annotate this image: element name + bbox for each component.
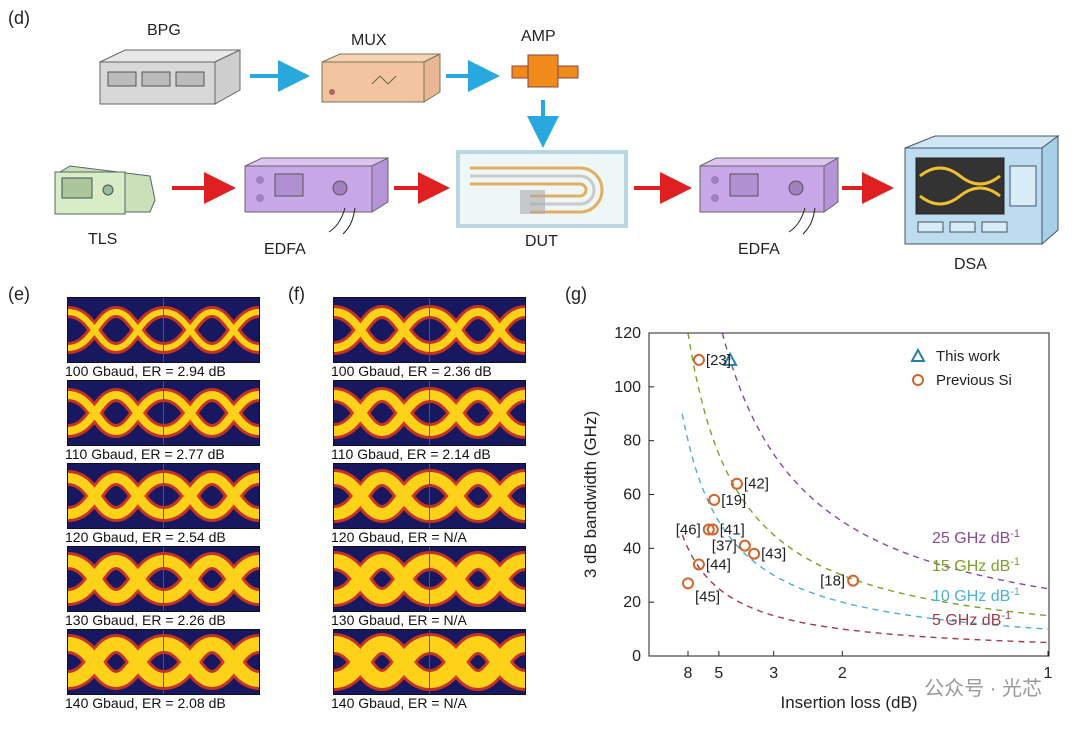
bandwidth-vs-loss-chart: 25 GHz dB-1 15 GHz dB-1 10 GHz dB-1 5 GHz d…	[581, 325, 1053, 712]
fom-curve	[681, 413, 1049, 630]
previous-si-point	[847, 574, 860, 587]
legend-entry: This work	[936, 348, 1001, 365]
point-label: [18]	[820, 573, 845, 590]
y-axis-label: 3 dB bandwidth (GHz)	[581, 411, 600, 578]
panel-label-d: (d)	[8, 8, 30, 28]
data-points: [23] [42][19] [46] [41][37] [43] [44] [45] [18]	[676, 351, 860, 605]
fom-curve	[687, 332, 1049, 617]
mux-device-icon	[321, 53, 441, 103]
y-tick-label: 0	[632, 648, 641, 665]
eye-caption: 120 Gbaud, ER = 2.54 dB	[65, 529, 226, 545]
amp-label: AMP	[521, 28, 556, 45]
previous-si-point	[706, 523, 719, 536]
point-label: [37]	[712, 538, 737, 555]
point-label: [42]	[744, 476, 769, 493]
eye-caption: 100 Gbaud, ER = 2.36 dB	[331, 363, 492, 379]
eye-caption: 100 Gbaud, ER = 2.94 dB	[65, 363, 226, 379]
fom-curve	[681, 534, 1049, 644]
edfa-1-label: EDFA	[264, 241, 306, 258]
fom-curve-label: 5 GHz dB-1	[932, 610, 1011, 629]
this-work-point	[722, 351, 738, 366]
eye-diagram	[333, 463, 526, 529]
previous-si-point	[708, 493, 721, 506]
eye-diagram	[67, 629, 260, 695]
y-tick-label: 120	[614, 325, 641, 342]
eye-diagram	[67, 546, 260, 612]
y-tick-label: 60	[623, 487, 641, 504]
panel-label-g: (g)	[565, 284, 587, 304]
eye-caption: 130 Gbaud, ER = N/A	[331, 612, 467, 628]
tls-label: TLS	[88, 231, 118, 248]
setup-diagram	[54, 49, 1060, 246]
dut-chip-icon	[456, 150, 628, 228]
eye-diagram	[333, 629, 526, 695]
previous-si-point	[702, 523, 715, 536]
point-label: [44]	[706, 556, 731, 573]
eye-diagram	[67, 463, 260, 529]
axis-ticks: 0 20 40 60 80 100 120 8 5 3 2 1	[614, 325, 1052, 682]
edfa-2-label: EDFA	[738, 241, 780, 258]
eye-caption: 140 Gbaud, ER = 2.08 dB	[65, 695, 226, 711]
eye-diagram	[333, 380, 526, 446]
previous-si-point	[692, 353, 705, 366]
watermark: 公众号 · 光芯	[924, 678, 1042, 700]
x-tick-label: 3	[769, 665, 778, 682]
y-tick-label: 100	[614, 379, 641, 396]
edfa-2-device-icon	[699, 157, 840, 235]
x-tick-label: 8	[684, 665, 693, 682]
point-label: [45]	[695, 588, 720, 605]
y-tick-label: 20	[623, 594, 641, 611]
eye-diagram	[67, 297, 260, 363]
legend-entry: Previous Si	[936, 372, 1012, 389]
dut-label: DUT	[525, 233, 558, 250]
edfa-1-device-icon	[244, 157, 389, 235]
previous-si-point	[682, 577, 694, 590]
x-tick-label: 1	[1044, 665, 1053, 682]
dsa-label: DSA	[954, 256, 987, 273]
fom-curve-label: 25 GHz dB-1	[932, 528, 1020, 547]
x-axis-label: Insertion loss (dB)	[781, 693, 918, 712]
fom-curve-label: 15 GHz dB-1	[932, 556, 1020, 575]
eye-caption: 110 Gbaud, ER = 2.14 dB	[331, 446, 491, 462]
x-tick-label: 2	[838, 665, 847, 682]
eye-diagram	[67, 380, 260, 446]
previous-si-point	[748, 547, 761, 560]
signal-arrows	[172, 60, 894, 204]
previous-si-point	[738, 539, 751, 552]
fom-curve	[721, 332, 1049, 590]
tls-device-icon	[54, 165, 156, 215]
point-label: [41]	[720, 521, 745, 538]
previous-si-point	[692, 558, 705, 571]
eye-caption: 140 Gbaud, ER = N/A	[331, 695, 467, 711]
mux-label: MUX	[351, 32, 387, 49]
x-tick-label: 5	[714, 665, 723, 682]
bpg-label: BPG	[147, 22, 181, 39]
eye-diagram	[333, 546, 526, 612]
fom-curve-label: 10 GHz dB-1	[932, 586, 1020, 605]
point-label: [46]	[676, 521, 701, 538]
eye-caption: 130 Gbaud, ER = 2.26 dB	[65, 612, 226, 628]
eye-caption: 120 Gbaud, ER = N/A	[331, 529, 467, 545]
point-label: [19]	[721, 492, 746, 509]
eye-caption: 110 Gbaud, ER = 2.77 dB	[65, 446, 225, 462]
legend-marker	[910, 347, 926, 362]
fom-curves: 25 GHz dB-1 15 GHz dB-1 10 GHz dB-1 5 GHz d…	[681, 332, 1049, 644]
legend-marker	[912, 374, 924, 386]
bpg-device-icon	[99, 49, 241, 105]
point-label: [23]	[706, 352, 731, 369]
y-tick-label: 40	[623, 540, 641, 557]
previous-si-point	[730, 477, 743, 490]
eye-diagram	[333, 297, 526, 363]
y-tick-label: 80	[623, 433, 641, 450]
panel-label-f: (f)	[288, 284, 305, 304]
dsa-device-icon	[904, 135, 1060, 246]
amp-device-icon	[511, 54, 579, 88]
point-label: [43]	[761, 546, 786, 563]
panel-label-e: (e)	[8, 284, 30, 304]
